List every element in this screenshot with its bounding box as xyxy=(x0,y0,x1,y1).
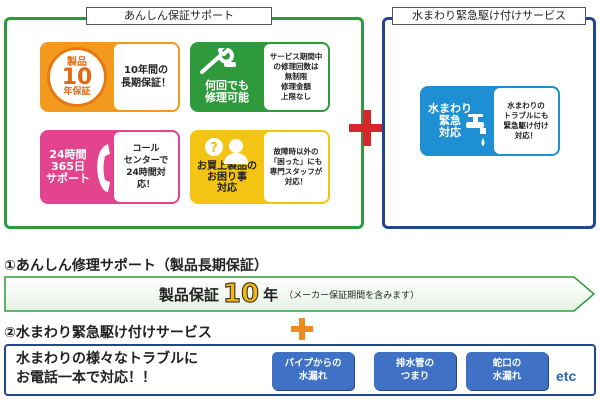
section-2-title: ②水まわり緊急駆け付けサービス xyxy=(4,325,212,341)
water-badge: 水まわり 緊急 対応 xyxy=(422,88,492,154)
trouble-description: 故障時以外の 「困った」にも 専門スタッフが 対応！ xyxy=(264,132,328,202)
plus-icon xyxy=(291,318,313,340)
warranty-badge-top: 製品 xyxy=(67,56,87,68)
warranty-badge-bottom: 年保証 xyxy=(63,86,91,97)
banner-content: 製品保証 10 年 （メーカー保証期間を含みます） xyxy=(4,276,574,312)
water-service-lead: 水まわりの様々なトラブルに お電話一本で対応！！ xyxy=(16,351,198,386)
pill-drain-clog: 排水管の つまり xyxy=(374,352,456,390)
banner-number: 10 xyxy=(222,279,260,309)
wrench-icon xyxy=(200,48,236,74)
warranty-badge: 製品 10 年保証 xyxy=(42,44,112,110)
repair-badge: 何回でも 修理可能 xyxy=(192,44,262,110)
etc-label: etc xyxy=(556,368,577,384)
pill-faucet-leak: 蛇口の 水漏れ xyxy=(466,352,548,390)
repair-description: サービス期間中 の修理回数は 無制限 修理金額 上限なし xyxy=(264,44,328,110)
card-24h-support: 24時間 365日 サポート コール センターで 24時間対応！ xyxy=(40,130,180,204)
pill-pipe-leak: パイプからの 水漏れ xyxy=(272,352,354,390)
trouble-badge-label: お買上製品の お困り事 対応 xyxy=(197,161,257,194)
card-10-year-warranty: 製品 10 年保証 10年間の 長期保証！ xyxy=(40,42,180,112)
water-description: 水まわりの トラブルにも 緊急駆け付け 対応！ xyxy=(494,88,558,154)
warranty-description: 10年間の 長期保証！ xyxy=(114,44,178,110)
trouble-badge: ? お買上製品の お困り事 対応 xyxy=(192,134,262,200)
repair-badge-label: 何回でも 修理可能 xyxy=(205,78,249,104)
water-service-box: 水まわりの様々なトラブルに お電話一本で対応！！ パイプからの 水漏れ 排水管の… xyxy=(4,344,596,396)
plus-icon xyxy=(349,110,385,146)
card-water-emergency: 水まわり 緊急 対応 水まわりの トラブルにも 緊急駆け付け 対応！ xyxy=(420,86,560,156)
banner-note: （メーカー保証期間を含みます） xyxy=(284,290,420,301)
card-trouble-support: ? お買上製品の お困り事 対応 故障時以外の 「困った」にも 専門スタッフが … xyxy=(190,130,330,204)
anshin-support-title: あんしん保証サポート xyxy=(86,7,272,25)
question-mark: ? xyxy=(210,141,218,156)
banner-label: 製品保証 xyxy=(158,285,219,304)
support-description: コール センターで 24時間対応！ xyxy=(114,132,178,202)
person-icon: ? xyxy=(205,138,248,164)
card-unlimited-repair: 何回でも 修理可能 サービス期間中 の修理回数は 無制限 修理金額 上限なし xyxy=(190,42,330,112)
banner-unit: 年 xyxy=(263,285,279,304)
water-badge-label: 水まわり 緊急 対応 xyxy=(428,101,472,140)
banner-arrow-shape xyxy=(4,276,596,312)
phone-icon xyxy=(97,144,110,192)
support-badge-label: 24時間 365日 サポート xyxy=(46,147,90,186)
mizumawari-title: 水まわり緊急駆け付けサービス xyxy=(392,7,586,25)
faucet-icon xyxy=(466,114,486,146)
warranty-ring-icon: 製品 10 年保証 xyxy=(47,47,107,107)
support-badge: 24時間 365日 サポート xyxy=(42,134,112,200)
warranty-banner: 製品保証 10 年 （メーカー保証期間を含みます） xyxy=(4,276,596,312)
section-1-title: ①あんしん修理サポート（製品長期保証） xyxy=(4,258,268,274)
warranty-badge-number: 10 xyxy=(61,64,93,90)
